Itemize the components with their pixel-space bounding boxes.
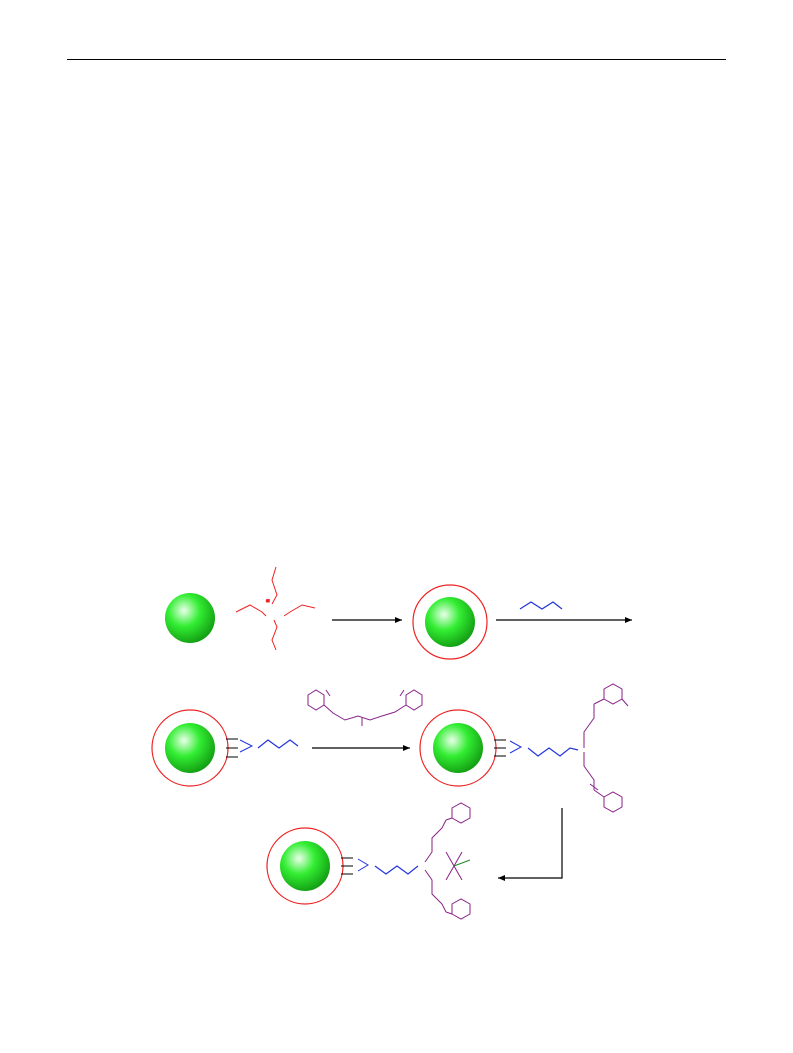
schiff-base-core [419,683,629,813]
aminopropyl-core [151,709,299,787]
header-rule [67,59,726,60]
arrow-step-4 [498,808,563,881]
bis-aldehyde-reagent [307,689,423,726]
svg-text:Si: Si [266,598,270,603]
coated-core [412,584,488,660]
metal-complex-core [266,802,471,920]
silane-reagent: Si [235,566,316,651]
bare-core [165,593,215,643]
aminopropyl-reagent [519,601,563,610]
